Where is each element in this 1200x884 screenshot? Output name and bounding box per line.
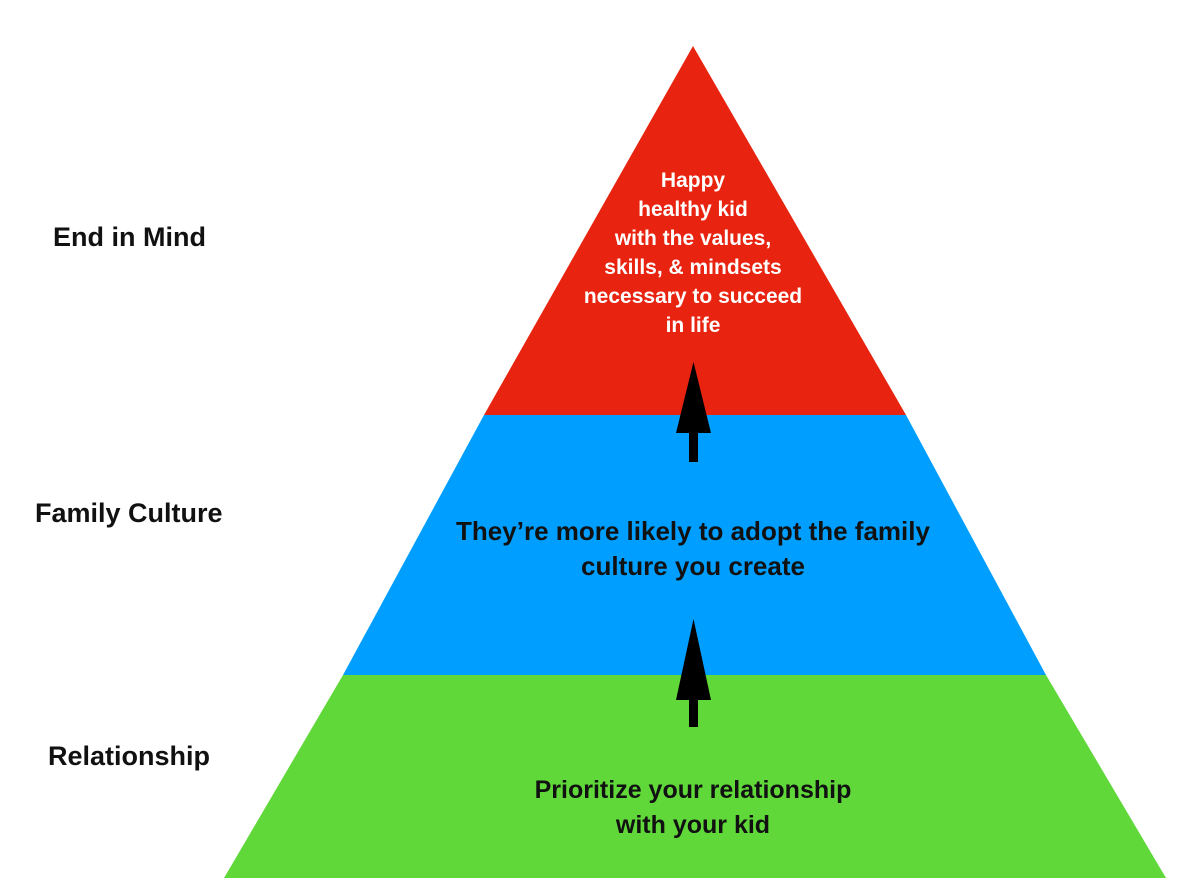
tier-bottom-line: with your kid: [615, 811, 771, 839]
tier-bottom-line: Prioritize your relationship: [534, 776, 852, 804]
pyramid-tier-top: [484, 46, 906, 415]
tier-top-line: with the values,: [614, 227, 772, 250]
pyramid-tier-middle: [343, 415, 1046, 675]
up-arrow-icon: [676, 619, 711, 727]
tier-middle-text: They’re more likely to adopt the family …: [393, 514, 993, 584]
tier-top-line: necessary to succeed: [583, 285, 803, 308]
tier-top-line: in life: [665, 314, 721, 337]
label-family-culture: Family Culture: [35, 498, 223, 528]
label-relationship: Relationship: [48, 741, 211, 771]
tier-top-line: skills, & mindsets: [604, 256, 782, 279]
tier-middle-line: They’re more likely to adopt the family: [456, 516, 930, 546]
up-arrow-icon: [676, 362, 711, 462]
pyramid-tier-bottom: [224, 675, 1166, 878]
tier-top-line: Happy: [660, 169, 726, 192]
tier-middle-line: culture you create: [581, 551, 805, 581]
tier-top-text: Happy healthy kid with the values, skill…: [543, 166, 843, 340]
tier-bottom-text: Prioritize your relationship with your k…: [443, 773, 943, 843]
tier-top-line: healthy kid: [638, 198, 748, 221]
label-end-in-mind: End in Mind: [53, 222, 206, 252]
